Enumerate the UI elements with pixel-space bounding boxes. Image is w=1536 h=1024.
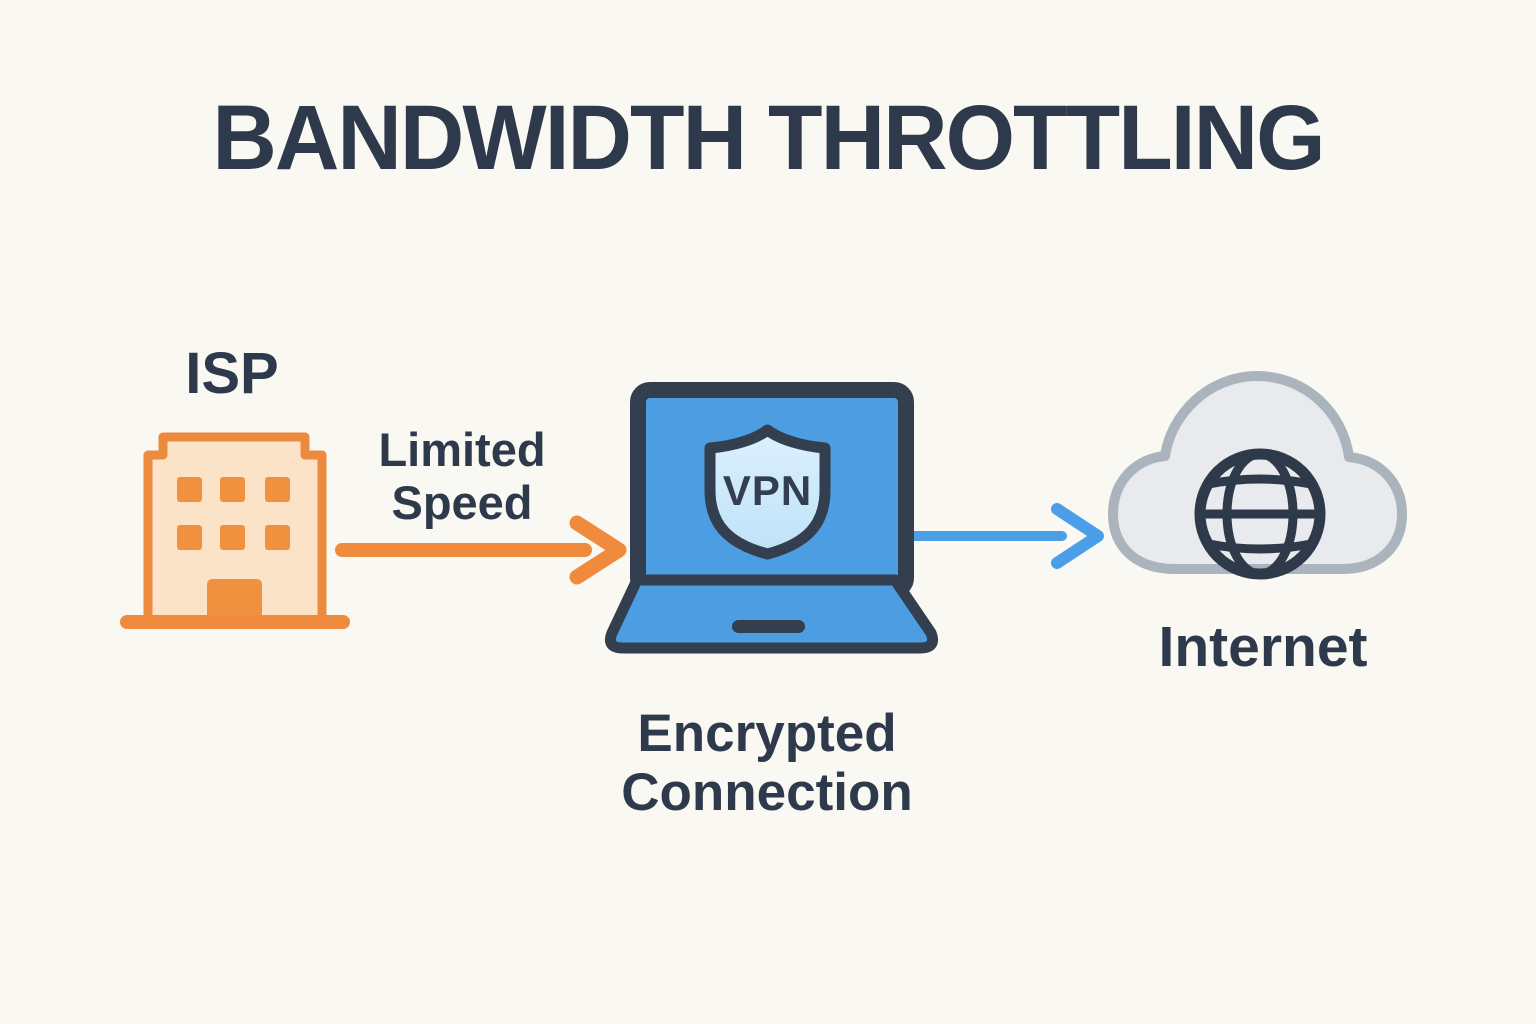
building-windows	[177, 477, 290, 550]
encrypted-connection-arrow-icon	[900, 503, 1104, 569]
page-title: BANDWIDTH THROTTLING	[212, 87, 1325, 189]
building-door	[207, 579, 262, 622]
encrypted-connection-label: Encrypted Connection	[621, 704, 913, 823]
vpn-badge: VPN	[723, 467, 812, 514]
laptop-base	[604, 574, 939, 654]
vpn-shield-icon	[704, 424, 831, 560]
globe-icon	[1194, 448, 1326, 580]
isp-label: ISP	[185, 341, 279, 406]
internet-label: Internet	[1158, 615, 1368, 679]
laptop-vpn-shield-icon: VPN	[604, 382, 939, 654]
limited-speed-arrow-icon	[335, 515, 627, 585]
building-ground-line	[120, 615, 350, 629]
cloud-icon	[1108, 371, 1407, 574]
isp-building-icon	[120, 432, 350, 629]
cloud-globe-icon	[1108, 371, 1407, 580]
limited-speed-label: Limited Speed	[378, 423, 546, 529]
laptop-trackpad-notch	[732, 620, 805, 633]
